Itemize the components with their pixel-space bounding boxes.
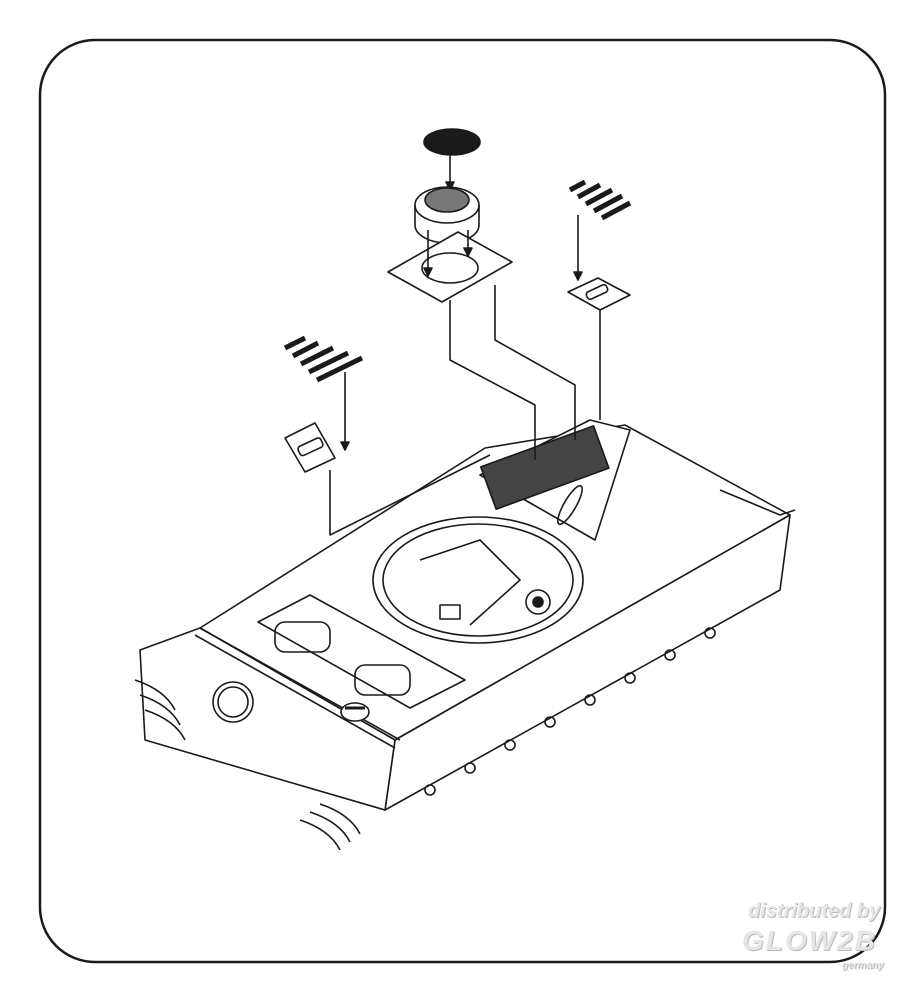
grille-decal-left: [283, 335, 364, 383]
hull-side-details: [424, 627, 716, 796]
grille-decal-right: [568, 179, 632, 221]
watermark-country: germany: [842, 960, 884, 971]
hull: [134, 419, 796, 851]
front-port: [212, 681, 254, 723]
frame-border: [38, 38, 887, 964]
engine-deck-insert: [479, 425, 610, 510]
decal-disc: [423, 128, 481, 156]
watermark-distributed-by: distributed by: [748, 900, 881, 922]
hatch-left: [274, 621, 331, 653]
watermark-brand-logo: GLOW2B: [742, 925, 877, 956]
grille-plate-right: [567, 277, 631, 311]
hatch-right: [354, 664, 411, 696]
turret-ring: [372, 516, 584, 644]
track-guards: [134, 679, 361, 851]
grille-plate-left: [284, 422, 336, 473]
parts: [283, 128, 632, 536]
etched-plate: [387, 231, 513, 303]
